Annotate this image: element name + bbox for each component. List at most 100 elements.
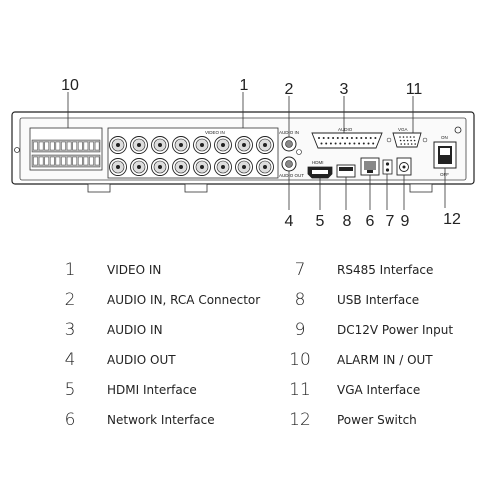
alarm-terminal-pin bbox=[66, 156, 72, 166]
foot-left bbox=[87, 183, 111, 193]
bnc-video-connector bbox=[256, 158, 274, 176]
legend-item: 11 VGA Interface bbox=[285, 380, 420, 400]
bnc-video-connector bbox=[130, 158, 148, 176]
callout-1: 1 bbox=[240, 77, 249, 94]
legend-number: 2 bbox=[64, 290, 76, 310]
alarm-terminal-pin bbox=[89, 141, 94, 151]
bnc-video-connector bbox=[151, 158, 169, 176]
alarm-terminal-pin bbox=[55, 156, 61, 166]
bnc-video-connector bbox=[235, 136, 253, 154]
alarm-terminal-pin bbox=[72, 141, 77, 151]
legend-number: 10 bbox=[289, 350, 311, 370]
legend-label: AUDIO OUT bbox=[107, 353, 176, 367]
callout-11: 11 bbox=[406, 81, 423, 98]
legend-item: 5 HDMI Interface bbox=[55, 380, 197, 400]
alarm-terminal-pin bbox=[78, 156, 83, 166]
dc12v-power-jack bbox=[396, 157, 412, 176]
power-switch: ON OFF bbox=[433, 126, 462, 177]
legend-item: 2 AUDIO IN, RCA Connector bbox=[55, 290, 261, 310]
audio-out-panel-label: AUDIO OUT bbox=[279, 173, 304, 178]
alarm-terminal-pin bbox=[72, 156, 77, 166]
component-legend: 1 VIDEO IN 2 AUDIO IN, RCA Connector 3 A… bbox=[0, 255, 500, 435]
bnc-video-connector bbox=[109, 136, 127, 154]
legend-item: 12 Power Switch bbox=[285, 410, 417, 430]
legend-item: 6 Network Interface bbox=[55, 410, 215, 430]
legend-number: 5 bbox=[64, 380, 76, 400]
legend-number: 8 bbox=[294, 290, 306, 310]
legend-item: 3 AUDIO IN bbox=[55, 320, 163, 340]
bnc-video-connector bbox=[193, 136, 211, 154]
legend-number: 4 bbox=[64, 350, 76, 370]
ground-screw bbox=[296, 149, 302, 155]
legend-number: 6 bbox=[64, 410, 76, 430]
alarm-terminal-pin bbox=[89, 156, 94, 166]
hdmi-panel-label: HDMI bbox=[312, 160, 324, 165]
legend-number: 1 bbox=[64, 260, 76, 280]
bnc-video-connector bbox=[151, 136, 169, 154]
rs485-terminal bbox=[382, 159, 393, 175]
alarm-terminal-pin bbox=[50, 156, 55, 166]
legend-label: USB Interface bbox=[337, 293, 420, 307]
alarm-terminal-pin bbox=[55, 141, 61, 151]
bnc-video-connector bbox=[172, 136, 190, 154]
legend-number: 7 bbox=[294, 260, 306, 280]
alarm-terminal-pin bbox=[44, 156, 49, 166]
alarm-terminal-pin bbox=[83, 141, 89, 151]
legend-label: AUDIO IN, RCA Connector bbox=[107, 293, 261, 307]
callout-7: 7 bbox=[386, 213, 395, 230]
alarm-terminal-pin bbox=[61, 156, 66, 166]
foot-right bbox=[409, 183, 433, 193]
callout-3: 3 bbox=[340, 81, 349, 98]
alarm-terminal-pin bbox=[44, 141, 49, 151]
bnc-video-connector bbox=[109, 158, 127, 176]
bnc-video-connector bbox=[214, 158, 232, 176]
alarm-terminal-pin bbox=[50, 141, 55, 151]
callout-2: 2 bbox=[285, 81, 294, 98]
video-in-bnc-block: VIDEO IN bbox=[107, 127, 279, 179]
alarm-terminal-pin bbox=[38, 156, 44, 166]
hdmi-port: HDMI bbox=[307, 160, 333, 179]
legend-item: 1 VIDEO IN bbox=[55, 260, 162, 280]
alarm-terminal-pin bbox=[33, 141, 38, 151]
alarm-terminal-block bbox=[29, 127, 103, 171]
mount-hole-left bbox=[14, 147, 20, 153]
alarm-terminal-pin bbox=[94, 156, 100, 166]
foot-mid bbox=[184, 183, 208, 193]
legend-label: Network Interface bbox=[107, 413, 215, 427]
legend-label: VGA Interface bbox=[337, 383, 421, 397]
legend-label: RS485 Interface bbox=[337, 263, 434, 277]
callout-10: 10 bbox=[61, 77, 79, 94]
ground-symbol bbox=[454, 126, 462, 134]
rear-panel-diagram: VIDEO IN AUDIO IN AUDIO OUT AUDIO VGA HD… bbox=[11, 77, 475, 230]
legend-label: DC12V Power Input bbox=[337, 323, 454, 337]
audio-panel-label: AUDIO bbox=[338, 127, 353, 132]
alarm-terminal-pin bbox=[66, 141, 72, 151]
vga-connector: VGA bbox=[386, 127, 428, 148]
alarm-terminal-pin bbox=[61, 141, 66, 151]
alarm-terminal-pin bbox=[83, 156, 89, 166]
legend-label: AUDIO IN bbox=[107, 323, 163, 337]
callout-5: 5 bbox=[316, 213, 325, 230]
alarm-terminal-pin bbox=[78, 141, 83, 151]
bnc-video-connector bbox=[172, 158, 190, 176]
leader-lines bbox=[67, 92, 446, 210]
vga-panel-label: VGA bbox=[398, 127, 408, 132]
bnc-video-connector bbox=[214, 136, 232, 154]
bnc-video-connector bbox=[130, 136, 148, 154]
legend-number: 3 bbox=[64, 320, 76, 340]
legend-number: 11 bbox=[289, 380, 311, 400]
callout-12: 12 bbox=[443, 211, 461, 228]
legend-item: 10 ALARM IN / OUT bbox=[285, 350, 433, 370]
bnc-video-connector bbox=[256, 136, 274, 154]
callout-8: 8 bbox=[343, 213, 352, 230]
legend-label: HDMI Interface bbox=[107, 383, 197, 397]
legend-number: 9 bbox=[294, 320, 306, 340]
bnc-video-connector bbox=[235, 158, 253, 176]
legend-item: 9 DC12V Power Input bbox=[285, 320, 454, 340]
legend-label: ALARM IN / OUT bbox=[337, 353, 433, 367]
video-in-panel-label: VIDEO IN bbox=[205, 130, 225, 135]
usb-port bbox=[336, 164, 356, 178]
callout-9: 9 bbox=[401, 213, 410, 230]
bnc-video-connector bbox=[193, 158, 211, 176]
alarm-terminal-pin bbox=[94, 141, 100, 151]
